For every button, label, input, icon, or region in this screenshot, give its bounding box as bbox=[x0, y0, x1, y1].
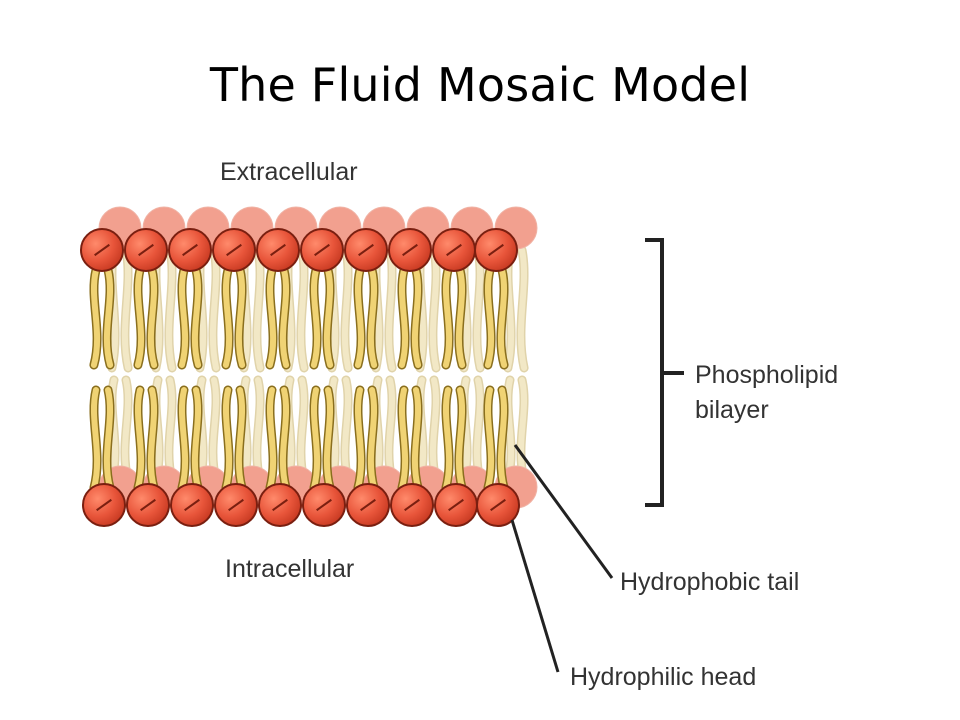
bilayer-bracket bbox=[645, 238, 684, 507]
lower-head-7-mark bbox=[360, 498, 376, 512]
upper-tail bbox=[354, 267, 365, 368]
upper-tail bbox=[442, 267, 453, 368]
back-lower-tail bbox=[297, 377, 308, 483]
lower-tail bbox=[484, 387, 495, 491]
back-upper-tail bbox=[517, 247, 528, 371]
back-lower-tail bbox=[165, 377, 176, 483]
upper-tail bbox=[323, 267, 334, 368]
upper-tail bbox=[266, 267, 277, 368]
back-upper-tail bbox=[253, 247, 264, 371]
head-pointer-line bbox=[510, 519, 560, 673]
back-lower-tail bbox=[121, 377, 132, 483]
upper-tail bbox=[222, 267, 233, 368]
back-upper-tail bbox=[341, 247, 352, 371]
back-lower-tail bbox=[517, 377, 528, 483]
lower-tail bbox=[134, 387, 145, 491]
upper-head-6-mark bbox=[314, 243, 330, 257]
back-lower-tail bbox=[385, 377, 396, 483]
upper-head-2-mark bbox=[138, 243, 154, 257]
upper-tail bbox=[411, 267, 422, 368]
back-lower-tail bbox=[429, 377, 440, 483]
lower-head-8-mark bbox=[404, 498, 420, 512]
slide-title: The Fluid Mosaic Model bbox=[209, 58, 751, 112]
tail-pointer-line bbox=[513, 444, 614, 579]
upper-tail bbox=[279, 267, 290, 368]
upper-tail bbox=[367, 267, 378, 368]
upper-tail bbox=[178, 267, 189, 368]
lower-tail bbox=[497, 387, 508, 491]
lower-tail bbox=[178, 387, 189, 491]
back-upper-tail bbox=[297, 247, 308, 371]
upper-head-3-mark bbox=[182, 243, 198, 257]
upper-tail bbox=[455, 267, 466, 368]
upper-tail bbox=[147, 267, 158, 368]
lower-tail bbox=[147, 387, 158, 491]
lower-tail bbox=[191, 387, 202, 491]
back-upper-tail bbox=[385, 247, 396, 371]
lower-tail bbox=[455, 387, 466, 491]
lower-head-3-mark bbox=[184, 498, 200, 512]
upper-tail bbox=[484, 267, 495, 368]
upper-tail bbox=[103, 267, 114, 368]
lower-tail bbox=[398, 387, 409, 491]
upper-head-7-mark bbox=[358, 243, 374, 257]
lower-head-1-mark bbox=[96, 498, 112, 512]
bilayer-label-line2: bilayer bbox=[695, 396, 769, 424]
lower-head-6-mark bbox=[316, 498, 332, 512]
lower-head-2-mark bbox=[140, 498, 156, 512]
upper-head-4-mark bbox=[226, 243, 242, 257]
front-phospholipid-layer bbox=[80, 228, 520, 527]
lower-tail bbox=[411, 387, 422, 491]
lower-tail bbox=[323, 387, 334, 491]
lower-tail bbox=[266, 387, 277, 491]
hydrophobic-tail-label: Hydrophobic tail bbox=[620, 568, 799, 596]
back-upper-tail bbox=[473, 247, 484, 371]
upper-tail bbox=[191, 267, 202, 368]
lower-head-5-mark bbox=[272, 498, 288, 512]
upper-tail bbox=[90, 267, 101, 368]
back-lower-tail bbox=[473, 377, 484, 483]
upper-tail bbox=[398, 267, 409, 368]
upper-tail bbox=[235, 267, 246, 368]
back-lower-tail bbox=[253, 377, 264, 483]
back-upper-tail bbox=[209, 247, 220, 371]
back-lower-tail bbox=[341, 377, 352, 483]
lower-tail bbox=[222, 387, 233, 491]
back-lower-tail bbox=[209, 377, 220, 483]
upper-tail bbox=[134, 267, 145, 368]
lower-tail bbox=[90, 387, 101, 491]
upper-head-1-mark bbox=[94, 243, 110, 257]
lower-head-9-mark bbox=[448, 498, 464, 512]
intracellular-label: Intracellular bbox=[225, 555, 354, 583]
lower-tail bbox=[442, 387, 453, 491]
upper-head-9-mark bbox=[446, 243, 462, 257]
upper-head-8-mark bbox=[402, 243, 418, 257]
upper-head-5-mark bbox=[270, 243, 286, 257]
lower-tail bbox=[310, 387, 321, 491]
upper-head-10-mark bbox=[488, 243, 504, 257]
back-upper-tail bbox=[121, 247, 132, 371]
back-upper-tail bbox=[429, 247, 440, 371]
lower-tail bbox=[354, 387, 365, 491]
back-upper-tail bbox=[165, 247, 176, 371]
extracellular-label: Extracellular bbox=[220, 158, 358, 186]
lower-tail bbox=[235, 387, 246, 491]
lower-head-4-mark bbox=[228, 498, 244, 512]
lower-tail bbox=[103, 387, 114, 491]
back-lower-tail bbox=[504, 377, 515, 483]
lower-tail bbox=[367, 387, 378, 491]
upper-tail bbox=[310, 267, 321, 368]
lower-head-10-mark bbox=[490, 498, 506, 512]
upper-tail bbox=[497, 267, 508, 368]
bilayer-label-line1: Phospholipid bbox=[695, 361, 838, 389]
lower-tail bbox=[279, 387, 290, 491]
hydrophilic-head-label: Hydrophilic head bbox=[570, 663, 756, 691]
